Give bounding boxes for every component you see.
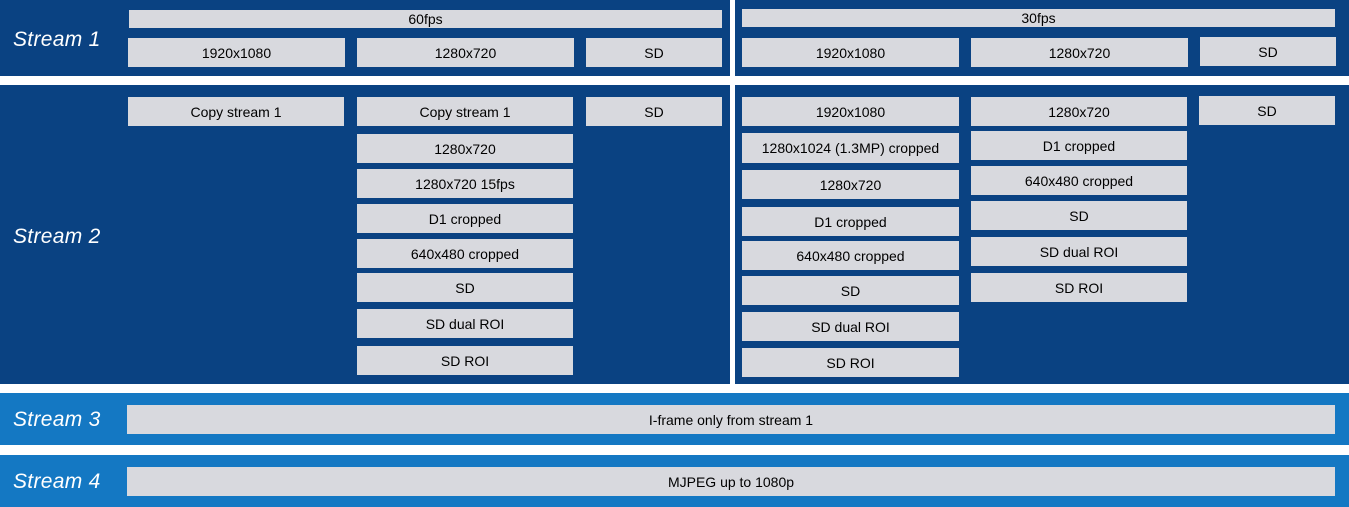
stream2-30fps-col2-item: D1 cropped xyxy=(971,131,1187,160)
stream1-30fps-header: 30fps xyxy=(742,9,1335,27)
stream1-60fps-sd: SD xyxy=(586,38,722,67)
stream2-30fps-col2-item: SD ROI xyxy=(971,273,1187,302)
stream2-30fps-col1-item: 1920x1080 xyxy=(742,97,959,126)
stream2-60fps-col2-item: SD xyxy=(357,273,573,302)
stream2-60fps-col2-item: 640x480 cropped xyxy=(357,239,573,268)
stream1-60fps-1920: 1920x1080 xyxy=(128,38,345,67)
stream1-60fps-1280: 1280x720 xyxy=(357,38,574,67)
stream1-30fps-sd: SD xyxy=(1200,37,1336,66)
stream2-30fps-col1-item: SD xyxy=(742,276,959,305)
stream3-iframe-only: I-frame only from stream 1 xyxy=(127,405,1335,434)
stream2-60fps-col2-item: SD ROI xyxy=(357,346,573,375)
stream2-30fps-col1-item: SD ROI xyxy=(742,348,959,377)
stream2-30fps-col2-item: SD dual ROI xyxy=(971,237,1187,266)
stream2-60fps-col2-item: 1280x720 xyxy=(357,134,573,163)
stream2-60fps-col2-item: 1280x720 15fps xyxy=(357,169,573,198)
stream2-60fps-col2-item: SD dual ROI xyxy=(357,309,573,338)
stream1-30fps-1920: 1920x1080 xyxy=(742,38,959,67)
stream2-band-left xyxy=(0,85,730,384)
stream2-30fps-col2-item: SD xyxy=(971,201,1187,230)
stream2-30fps-col1-item: 1280x1024 (1.3MP) cropped xyxy=(742,133,959,163)
stream2-30fps-col2-item: 1280x720 xyxy=(971,97,1187,126)
stream4-label: Stream 4 xyxy=(13,470,101,493)
stream2-60fps-col1-item: Copy stream 1 xyxy=(128,97,344,126)
stream2-60fps-col2-item: Copy stream 1 xyxy=(357,97,573,126)
stream2-30fps-col1-item: D1 cropped xyxy=(742,207,959,236)
stream2-30fps-col3-item: SD xyxy=(1199,96,1335,125)
stream1-60fps-header: 60fps xyxy=(129,10,722,28)
stream2-60fps-col3-item: SD xyxy=(586,97,722,126)
stream2-30fps-col1-item: 1280x720 xyxy=(742,170,959,199)
stream2-label: Stream 2 xyxy=(13,225,101,248)
stream3-label: Stream 3 xyxy=(13,408,101,431)
stream2-30fps-col1-item: SD dual ROI xyxy=(742,312,959,341)
stream2-30fps-col1-item: 640x480 cropped xyxy=(742,241,959,270)
stream4-mjpeg: MJPEG up to 1080p xyxy=(127,467,1335,496)
stream1-label: Stream 1 xyxy=(13,28,101,51)
stream2-30fps-col2-item: 640x480 cropped xyxy=(971,166,1187,195)
stream1-30fps-1280: 1280x720 xyxy=(971,38,1188,67)
stream2-60fps-col2-item: D1 cropped xyxy=(357,204,573,233)
